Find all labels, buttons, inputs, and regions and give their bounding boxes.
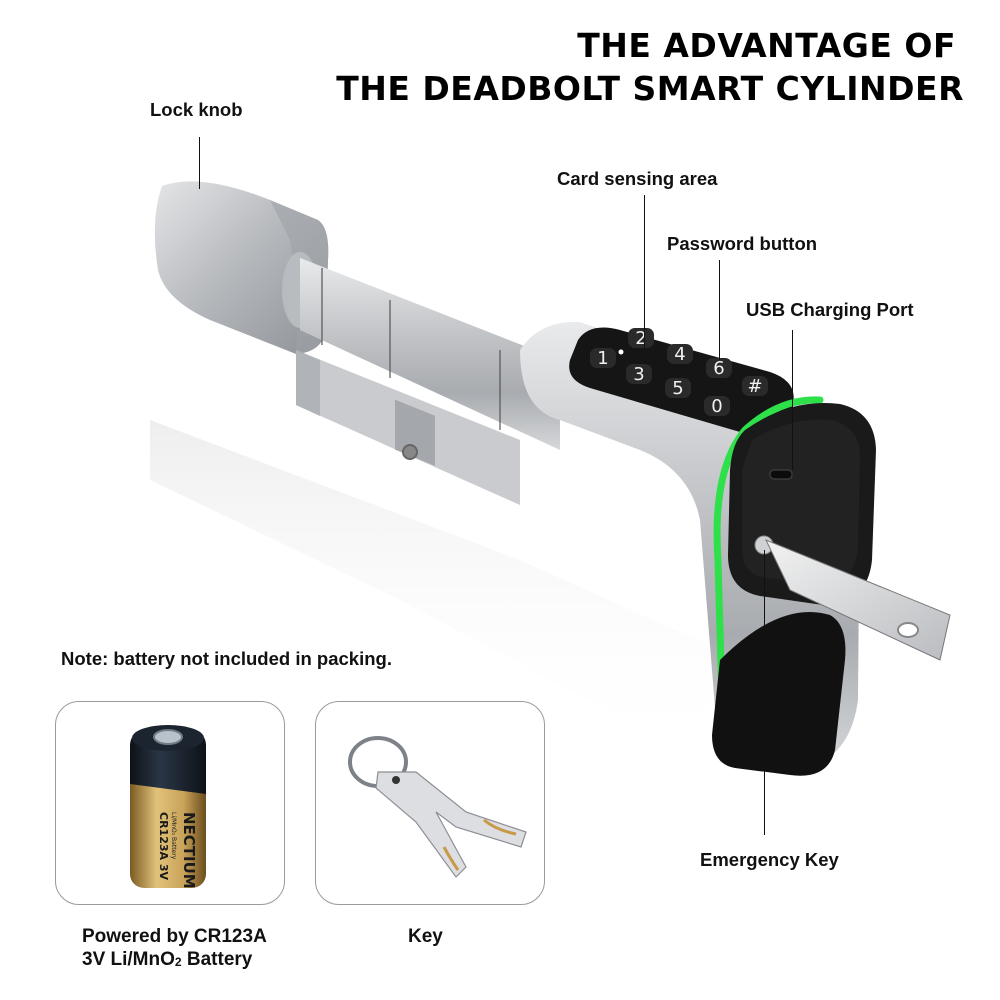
callout-emergency-key: Emergency Key [700, 849, 839, 870]
page-title-line2: THE DEADBOLT SMART CYLINDER [336, 69, 964, 108]
page-title-line1: THE ADVANTAGE OF [577, 26, 956, 65]
key-5: 5 [672, 378, 683, 399]
svg-text:NECTIUM: NECTIUM [180, 812, 198, 889]
leader-card-sensing [644, 195, 646, 350]
key-1: 1 [597, 348, 608, 369]
key-3: 3 [633, 364, 644, 385]
rubber-flap [712, 612, 846, 776]
key-6: 6 [713, 358, 724, 379]
battery-note: Note: battery not included in packing. [61, 648, 392, 669]
card-sensing-indicator [618, 349, 624, 355]
callout-password-button: Password button [667, 233, 818, 254]
key-caption: Key [408, 926, 443, 947]
callout-card-sensing-area: Card sensing area [557, 168, 718, 189]
battery-icon: NECTIUM Li/MnO₂ Battery CR123A 3V [130, 725, 206, 889]
svg-text:Li/MnO₂ Battery: Li/MnO₂ Battery [170, 812, 177, 860]
key-panel [315, 701, 545, 905]
battery-caption: Powered by CR123A 3V Li/MnO2 Battery [82, 925, 267, 974]
leader-lock-knob [199, 137, 201, 189]
battery-panel: NECTIUM Li/MnO₂ Battery CR123A 3V [55, 701, 285, 905]
leader-usb-port [792, 330, 794, 470]
key-ring-icon [348, 736, 527, 878]
battery-caption-line1: Powered by CR123A [82, 926, 267, 947]
callout-lock-knob: Lock knob [150, 99, 243, 120]
battery-caption-line2: 3V Li/MnO2 Battery [82, 949, 253, 970]
key-4: 4 [674, 344, 685, 365]
key-2: 2 [635, 328, 646, 349]
callout-usb-charging-port: USB Charging Port [746, 299, 914, 320]
key-hash: # [747, 376, 762, 397]
leader-emergency-key [764, 550, 766, 835]
leader-password-button [719, 260, 721, 360]
key-0: 0 [711, 396, 722, 417]
svg-text:CR123A 3V: CR123A 3V [157, 812, 170, 881]
